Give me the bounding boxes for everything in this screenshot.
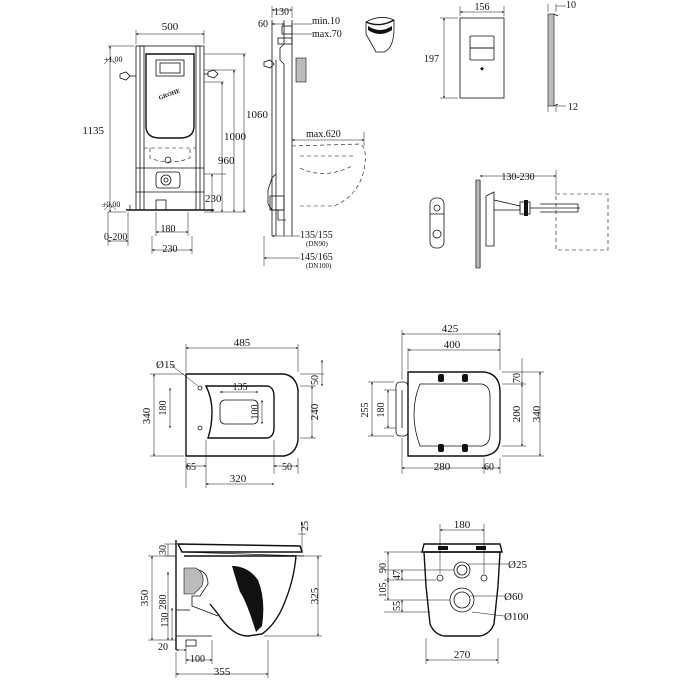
side-bowl-d350: 350 [139,589,151,606]
seat-d60: 60 [484,462,494,473]
back-dia25: Ø25 [508,559,527,571]
toilet-icon [365,17,395,53]
back-d55: 55 [392,601,403,611]
side-d60: 60 [258,19,268,30]
frame-front-view: GROHE 500 1135 +1,00 ±0,00 [82,21,268,255]
seat-d340: 340 [531,405,543,422]
back-dia60: Ø60 [504,591,523,603]
top-d65: 65 [186,462,196,473]
side-pipe1: 135/155 [300,230,333,241]
bowl-side-view: 25 30 350 280 130 325 20 100 355 [139,521,322,678]
side-bowl-d130: 130 [160,613,171,628]
plate-width: 156 [475,2,490,13]
flush-plate: ◆ 156 197 10 12 [424,0,578,113]
back-dia100: Ø100 [504,611,529,623]
frame-h1000: 1000 [224,131,247,143]
side-bowl-d355: 355 [214,666,231,678]
bolt-detail: 130-230 [429,170,609,269]
side-bowl-d30: 30 [158,545,169,555]
frame-width: 500 [162,21,179,33]
seat-top-view: 425 400 255 180 340 200 70 280 60 [360,323,544,474]
side-pipe1-dn: (DN90) [306,240,328,248]
frame-adjust: 0-200 [104,232,127,243]
seat-d70: 70 [512,373,523,383]
plate-depth2: 12 [568,102,578,113]
top-d50b: 50 [282,462,292,473]
back-d180: 180 [454,519,471,531]
seat-d200: 200 [511,405,523,422]
side-bowl-d100: 100 [190,654,205,665]
seat-inner: 400 [444,339,461,351]
side-d130: 130 [274,7,289,18]
frame-w180: 180 [161,224,176,235]
side-bowl-d325: 325 [309,587,321,604]
plate-depth1: 10 [566,0,576,11]
top-d240: 240 [309,403,321,420]
top-d135: 135 [233,382,248,393]
side-min: min.10 [312,16,340,27]
top-d100: 100 [250,405,261,420]
back-d47: 47 [392,570,403,580]
seat-width: 425 [442,323,459,335]
bowl-back-view: 180 90 47 105 55 Ø25 Ø60 Ø100 270 [378,519,529,664]
seat-d180: 180 [376,403,387,418]
frame-h230: 230 [205,193,222,205]
top-hole-dia: Ø15 [156,359,175,371]
back-d270: 270 [454,649,471,661]
frame-top-level: +1,00 [104,55,123,64]
seat-d280: 280 [434,461,451,473]
bolt-range: 130-230 [501,172,534,183]
plate-height: 197 [424,54,439,65]
seat-d255: 255 [360,403,371,418]
back-d90: 90 [378,563,389,573]
side-bowl-d25: 25 [300,521,311,531]
top-d320: 320 [230,473,247,485]
back-d105: 105 [378,583,389,598]
frame-h1060: 1060 [246,109,269,121]
svg-text:◆: ◆ [480,66,484,72]
frame-floor-level: ±0,00 [102,200,120,209]
frame-h960: 960 [218,155,235,167]
side-pipe2-dn: (DN100) [306,262,332,270]
frame-w230: 230 [163,244,178,255]
side-max: max.70 [312,29,342,40]
side-pipe2: 145/165 [300,252,333,263]
top-d50a: 50 [310,375,321,385]
side-projection: max.620 [306,129,341,140]
top-length: 485 [234,337,251,349]
side-bowl-d280: 280 [158,595,169,610]
bowl-top-view: 485 Ø15 135 100 340 180 240 50 65 [141,337,324,488]
side-bowl-d20: 20 [158,642,168,653]
frame-logo: GROHE [158,88,181,101]
frame-side-view: 130 60 min.10 max.70 max.620 135/155 (DN… [258,6,366,270]
top-d180: 180 [158,401,169,416]
frame-height: 1135 [82,125,104,137]
top-width: 340 [141,407,153,424]
